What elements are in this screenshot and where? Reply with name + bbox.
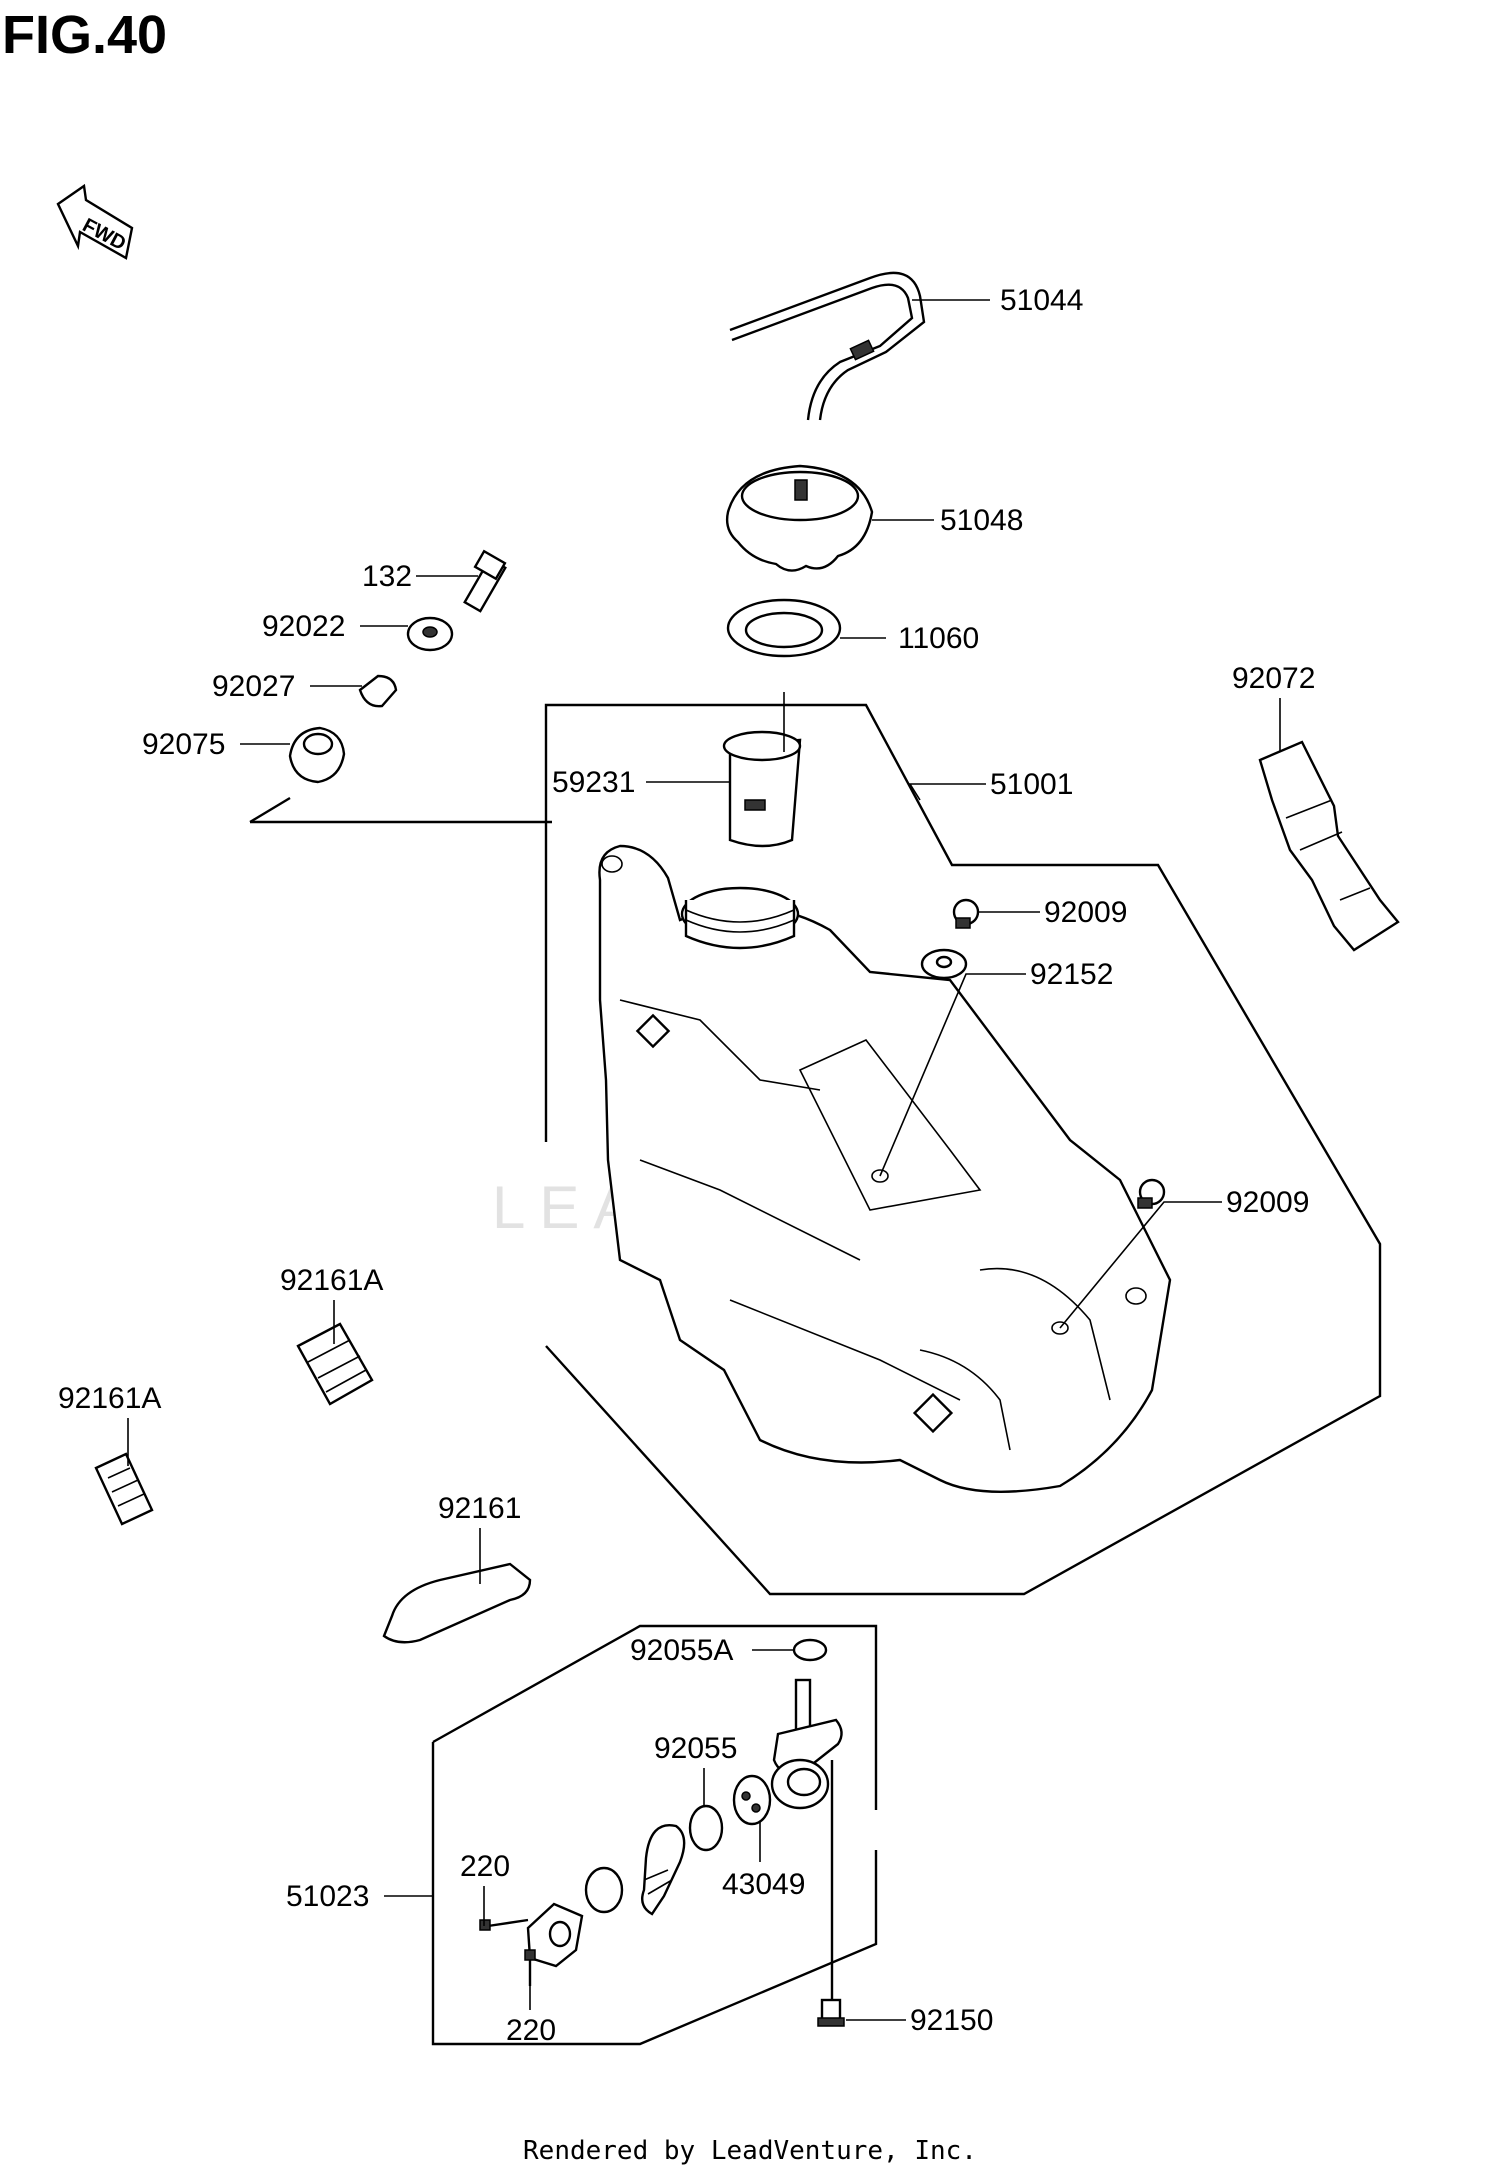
pad-92161[interactable] (382, 1562, 532, 1644)
fuel-cock-assembly-outline-51023 (431, 1624, 878, 2046)
fuel-cock-valve[interactable] (770, 1678, 843, 2010)
o-ring-92055[interactable] (688, 1804, 724, 1852)
tank-assembly-outline-51001 (249, 703, 1382, 1596)
callout-92022[interactable]: 92022 (262, 610, 345, 643)
fuel-tank-icon[interactable] (598, 844, 1172, 1493)
callout-51023[interactable]: 51023 (286, 1880, 369, 1913)
damper-92009-lower[interactable] (1137, 1178, 1166, 1209)
breather-hose-51044[interactable] (729, 271, 926, 421)
o-ring-92055A[interactable] (792, 1638, 828, 1662)
bolt-92150[interactable] (817, 1998, 845, 2027)
figure-title: FIG.40 (2, 5, 168, 65)
washer-92022[interactable] (406, 616, 454, 652)
fuel-cap-51048[interactable] (725, 464, 874, 572)
bolt-132[interactable] (463, 549, 507, 613)
callout-92055[interactable]: 92055 (654, 1732, 737, 1765)
lever-43049[interactable] (732, 1774, 772, 1826)
callout-92161[interactable]: 92161 (438, 1492, 521, 1525)
callout-92161A-upper[interactable]: 92161A (280, 1264, 383, 1297)
callout-51044[interactable]: 51044 (1000, 284, 1083, 317)
fwd-arrow-icon: FWD (56, 183, 134, 260)
callout-51048[interactable]: 51048 (940, 504, 1023, 537)
callout-92009-top[interactable]: 92009 (1044, 896, 1127, 929)
callout-51001[interactable]: 51001 (990, 768, 1073, 801)
grommet-92075[interactable] (288, 726, 346, 784)
o-ring-small[interactable] (584, 1866, 624, 1914)
callout-220-lower[interactable]: 220 (506, 2014, 556, 2047)
plate[interactable] (526, 1902, 584, 1968)
callout-92009-lower[interactable]: 92009 (1226, 1186, 1309, 1219)
callout-labels: 51044 51048 132 92022 11060 92027 92072 … (58, 284, 1315, 2047)
screw-220-upper[interactable] (479, 1918, 529, 1931)
pad-92161A-lower[interactable] (94, 1452, 154, 1526)
callout-92072[interactable]: 92072 (1232, 662, 1315, 695)
leader-lines (127, 299, 1281, 2021)
callout-92027[interactable]: 92027 (212, 670, 295, 703)
callout-92150[interactable]: 92150 (910, 2004, 993, 2037)
pad-92161A-upper[interactable] (296, 1322, 374, 1406)
screw-220-lower[interactable] (524, 1949, 536, 1986)
callout-92152[interactable]: 92152 (1030, 958, 1113, 991)
gasket-11060[interactable] (726, 598, 842, 658)
callout-92075[interactable]: 92075 (142, 728, 225, 761)
rubber-strap-92072[interactable] (1258, 740, 1400, 952)
callout-43049[interactable]: 43049 (722, 1868, 805, 1901)
strainer[interactable] (641, 1823, 686, 1916)
callout-92055A[interactable]: 92055A (630, 1634, 733, 1667)
callout-11060[interactable]: 11060 (898, 622, 979, 655)
render-credit: Rendered by LeadVenture, Inc. (523, 2136, 977, 2166)
callout-220-upper[interactable]: 220 (460, 1850, 510, 1883)
callout-59231[interactable]: 59231 (552, 766, 635, 799)
filler-neck-59231[interactable] (722, 730, 802, 848)
callout-132[interactable]: 132 (362, 560, 412, 593)
callout-92161A-lower[interactable]: 92161A (58, 1382, 161, 1415)
collar-92027[interactable] (358, 674, 398, 708)
damper-92009-top[interactable] (952, 898, 980, 929)
washer-92152[interactable] (920, 948, 968, 980)
